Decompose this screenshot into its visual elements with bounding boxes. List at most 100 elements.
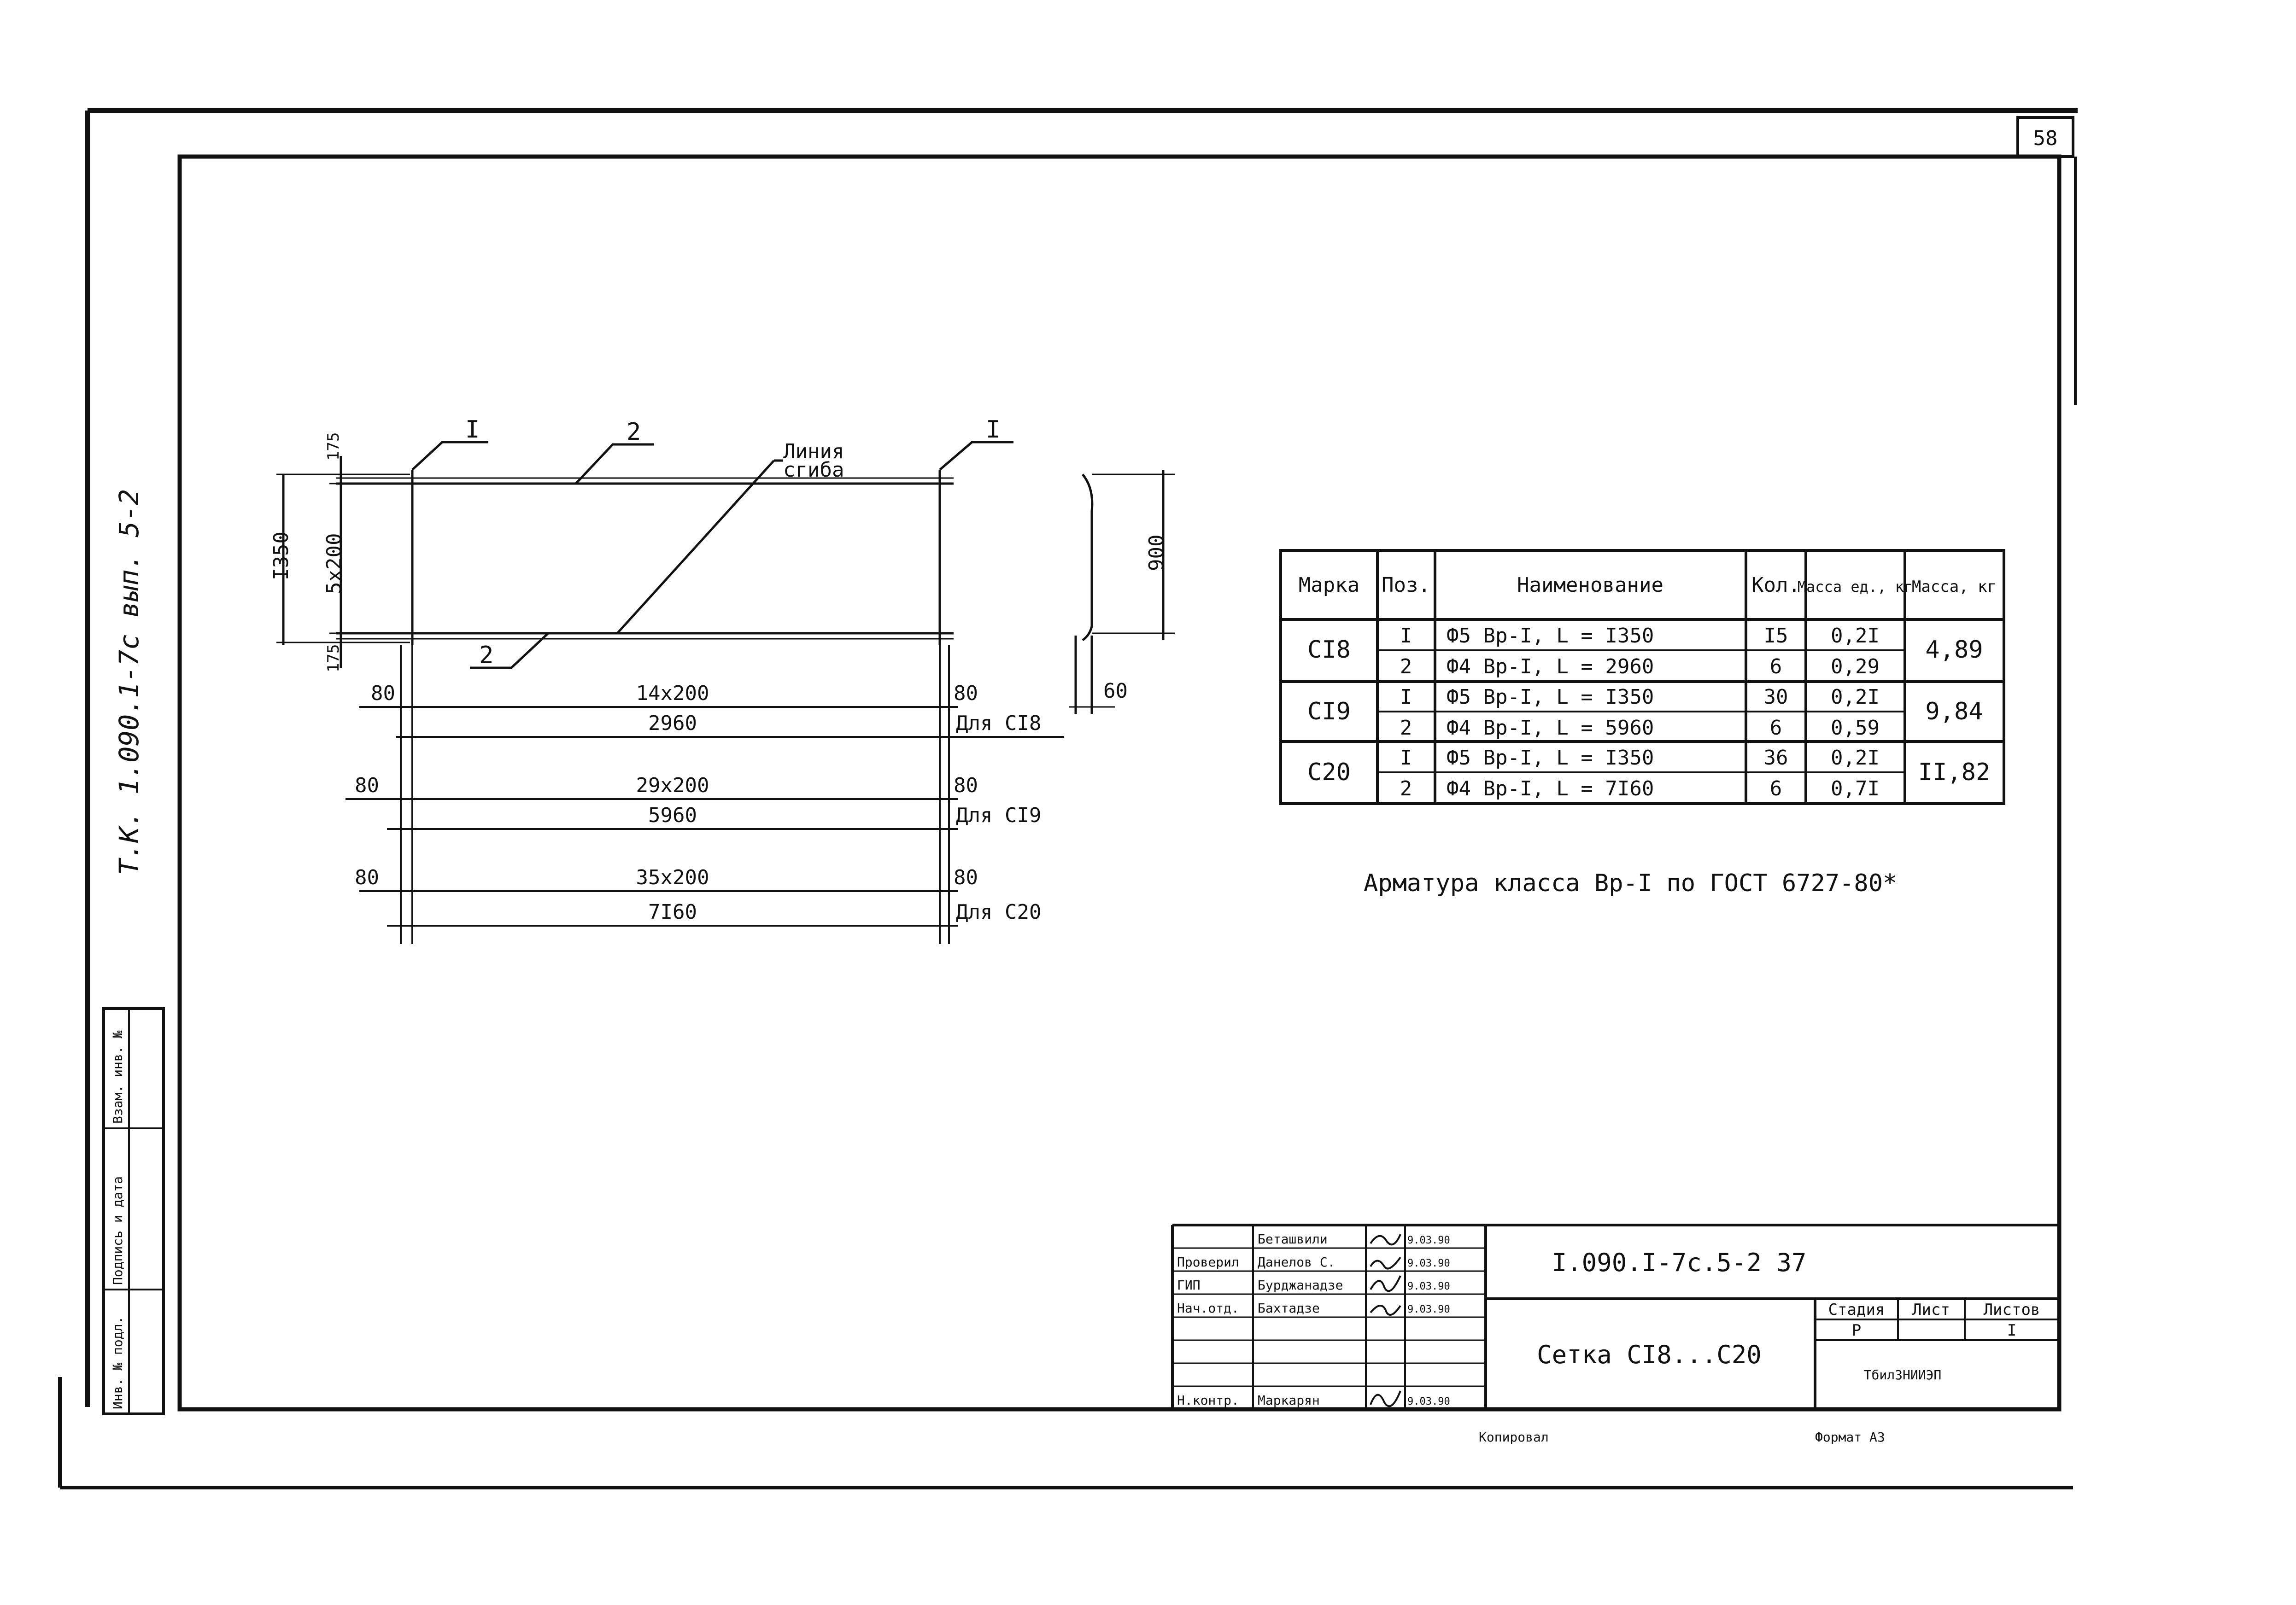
row3-right-80: 80 [954,866,978,889]
drawing-title: Сетка СI8...С20 [1537,1340,1762,1369]
row1-length: 2960 [648,712,697,735]
stamp-signature-date: Подпись и дата [110,1176,125,1285]
rebar-note: Арматура класса Вр-I по ГОСТ 6727-80* [1364,870,1897,897]
title-block-signatures: Беташвили 9.03.90 Проверил Данелов С. 9.… [1177,1231,1450,1408]
cell-qty: I5 [1764,624,1788,648]
row-total-c19: 9,84 [1925,698,1983,725]
row-mark-c18: СI8 [1307,636,1351,664]
side-profile [1069,470,1175,714]
cell-unit: 0,29 [1831,655,1880,678]
row1-left-80: 80 [371,682,395,705]
dim-bottom-175: 175 [324,644,343,672]
th-unit-mass: Масса ед., кг [1798,578,1913,595]
tb-role: Н.контр. [1177,1393,1239,1408]
copied-label: Копировал [1479,1430,1549,1445]
sheets-value: I [2007,1321,2016,1340]
format-label: Формат А3 [1815,1430,1885,1445]
row-mark-c19: СI9 [1307,698,1351,725]
row3-label: Для С20 [956,900,1041,924]
sheet-header: Лист [1912,1301,1950,1319]
cell-name: Ф5 Вр-I, L = I350 [1447,685,1654,709]
mesh-drawing [276,441,1013,669]
stamp-inv-number: Инв. № подл. [110,1316,125,1409]
row1-right-80: 80 [954,682,978,705]
cell-qty: 6 [1770,777,1782,800]
side-label: Т.К. 1.090.1-7с вып. 5-2 [113,489,145,875]
cell-qty: 6 [1770,716,1782,740]
cell-unit: 0,59 [1831,716,1880,740]
cell-unit: 0,2I [1831,746,1880,770]
row2-right-80: 80 [954,774,978,797]
th-pos: Поз. [1382,573,1430,597]
bend-label-line1: Линия [783,440,844,463]
cell-name: Ф5 Вр-I, L = I350 [1447,746,1654,770]
dim-top-175: 175 [324,432,343,461]
cell-pos: 2 [1400,777,1412,800]
tb-date: 9.03.90 [1407,1258,1450,1269]
spec-table-grid [1279,549,2005,805]
row3-left-80: 80 [355,866,379,889]
dim-total-1350: I350 [269,531,293,580]
mark-pos-1-right: I [986,416,1000,444]
cell-pos: I [1400,624,1412,648]
page-number-box: 58 [2016,116,2074,158]
tb-date: 9.03.90 [1407,1304,1450,1315]
th-mark: Марка [1299,573,1359,597]
cell-name: Ф4 Вр-I, L = 2960 [1447,655,1654,678]
dimension-rows [346,645,1064,944]
page-number: 58 [2033,127,2058,150]
stage-header: Стадия [1828,1301,1885,1319]
th-qty: Кол. [1751,573,1800,597]
th-total-mass: Масса, кг [1912,578,1997,596]
sheet-frames [58,108,2078,1489]
cell-qty: 30 [1764,685,1788,709]
tb-name: Бурджанадзе [1258,1278,1343,1293]
side-foot-60: 60 [1103,679,1128,703]
row-total-c20: II,82 [1918,759,1991,786]
tb-role: Проверил [1177,1255,1239,1270]
left-stamp: Инв. № подл. Подпись и дата Взам. инв. № [102,1007,165,1415]
cell-name: Ф5 Вр-I, L = I350 [1447,624,1654,648]
side-height-900: 900 [1145,535,1168,571]
row-total-c18: 4,89 [1925,636,1983,664]
organization: ТбилЗНИИЭП [1864,1367,1942,1383]
cell-unit: 0,7I [1831,777,1880,800]
row3-span: 35х200 [636,866,709,889]
cell-unit: 0,2I [1831,624,1880,648]
tb-date: 9.03.90 [1407,1235,1450,1246]
cell-name: Ф4 Вр-I, L = 7I60 [1447,777,1654,800]
cell-pos: I [1400,746,1412,770]
dim-inner-5x200: 5х200 [322,533,346,594]
bend-label-line2: сгиба [783,458,844,482]
row2-span: 29х200 [636,774,709,797]
cell-name: Ф4 Вр-I, L = 5960 [1447,716,1654,740]
cell-pos: 2 [1400,716,1412,740]
tb-name: Беташвили [1258,1231,1328,1247]
mark-pos-2-bottom: 2 [479,642,493,669]
cell-pos: I [1400,685,1412,709]
row1-span: 14х200 [636,682,709,705]
sheets-header: Листов [1984,1301,2040,1319]
row2-label: Для СI9 [956,804,1041,827]
tb-name: Бахтадзе [1258,1301,1320,1316]
mark-pos-1-left: I [465,416,480,444]
row-mark-c20: С20 [1307,759,1351,786]
cell-unit: 0,2I [1831,685,1880,709]
row2-length: 5960 [648,804,697,827]
doc-code: I.090.I-7с.5-2 37 [1552,1248,1807,1277]
cell-qty: 6 [1770,655,1782,678]
tb-role: Нач.отд. [1177,1301,1239,1316]
tb-date: 9.03.90 [1407,1281,1450,1292]
tb-name: Маркарян [1258,1393,1320,1408]
tb-role: ГИП [1177,1278,1201,1293]
th-name: Наименование [1517,573,1663,597]
cell-qty: 36 [1764,746,1788,770]
stage-value: Р [1852,1321,1861,1340]
tb-date: 9.03.90 [1407,1396,1450,1407]
row1-label: Для СI8 [956,712,1041,735]
tb-name: Данелов С. [1258,1255,1335,1270]
title-block-grid [1171,1224,2059,1409]
row2-left-80: 80 [355,774,379,797]
cell-pos: 2 [1400,655,1412,678]
